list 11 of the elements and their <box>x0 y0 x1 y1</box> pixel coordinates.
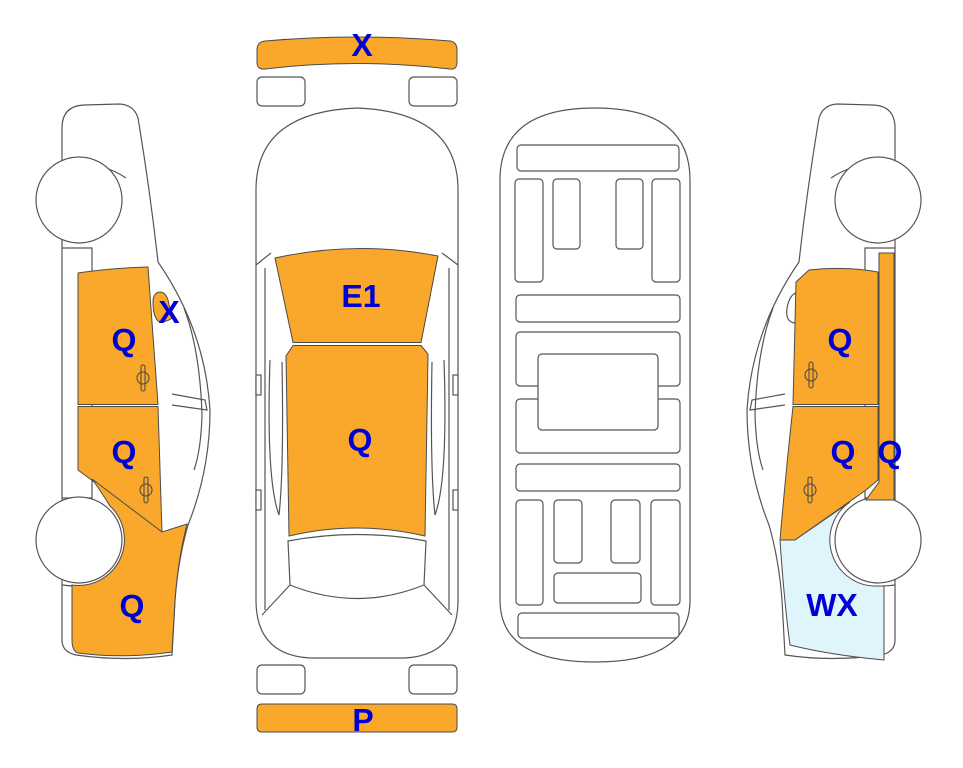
door-panel <box>76 264 160 405</box>
damage-code: Q <box>830 436 856 468</box>
damage-code: P <box>352 704 374 736</box>
damage-code: WX <box>806 589 858 621</box>
door-panel <box>76 406 164 534</box>
damage-code: Q <box>828 324 852 356</box>
damage-code: Q <box>120 590 144 622</box>
damage-code: Q <box>112 436 136 468</box>
damage-code: Q <box>112 324 136 356</box>
damage-code: X <box>351 29 373 61</box>
door-panel <box>778 406 880 542</box>
